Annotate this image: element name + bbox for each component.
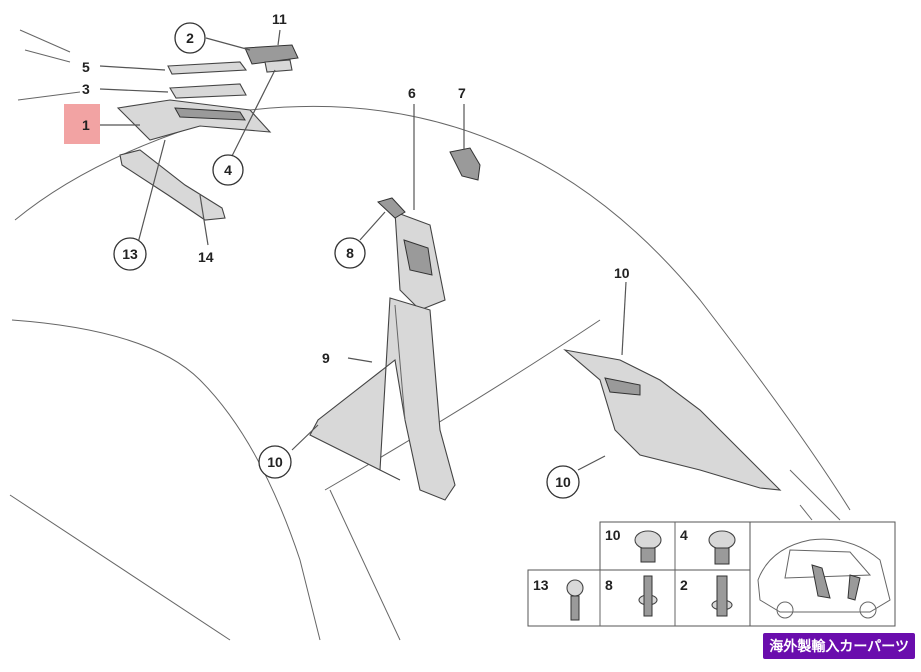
selected-part-highlight	[64, 104, 100, 144]
callout-4: 4	[224, 162, 232, 178]
part-clip-8	[377, 197, 406, 219]
callout-10: 10	[267, 454, 283, 470]
callout-5: 5	[82, 59, 90, 75]
callout-10b-group: 10	[546, 465, 580, 499]
callout-11: 10	[614, 265, 630, 281]
fastener-2-drawing	[711, 575, 733, 617]
part-trim-1	[116, 99, 272, 141]
part-bracket-14	[119, 149, 226, 221]
seller-watermark: 海外製輸入カーパーツ	[763, 633, 915, 659]
callout-3: 3	[82, 81, 90, 97]
callout-1: 1	[82, 117, 90, 133]
part-strip-5	[167, 61, 248, 75]
part-clip-12	[244, 44, 299, 73]
legend-label-13: 13	[533, 577, 549, 593]
fastener-4-drawing	[708, 530, 736, 565]
legend-label-10: 10	[605, 527, 621, 543]
callout-12: 11	[272, 11, 287, 27]
callout-6: 6	[408, 85, 416, 101]
callout-10-rear: 10	[555, 474, 571, 490]
part-pillar-9	[309, 297, 456, 501]
part-strip-3	[169, 83, 247, 99]
callout-2-group: 2	[174, 22, 206, 54]
fastener-8-drawing	[638, 575, 658, 617]
callout-8-group: 8	[334, 237, 366, 269]
legend-label-4: 4	[680, 527, 688, 543]
leader-lines	[99, 29, 627, 471]
callout-8: 8	[346, 245, 354, 261]
fastener-10-drawing	[634, 530, 662, 563]
callout-13-group: 13	[113, 237, 147, 271]
part-clip-7	[449, 147, 481, 181]
callout-13: 13	[122, 246, 138, 262]
part-vent-6	[394, 211, 446, 311]
car-location-thumbnail	[757, 538, 891, 619]
callout-2: 2	[186, 30, 194, 46]
callout-10a-group: 10	[258, 445, 292, 479]
legend-label-2: 2	[680, 577, 688, 593]
legend-label-8: 8	[605, 577, 613, 593]
fastener-13-drawing	[566, 579, 584, 621]
car-body-outlines	[9, 29, 851, 641]
fastener-legend: 10 4 13 8 2	[527, 521, 896, 627]
callout-4-group: 4	[212, 154, 244, 186]
callout-7: 7	[458, 85, 466, 101]
callout-9: 9	[322, 350, 330, 366]
callout-14: 14	[198, 249, 214, 265]
part-c-pillar-11	[563, 349, 782, 491]
